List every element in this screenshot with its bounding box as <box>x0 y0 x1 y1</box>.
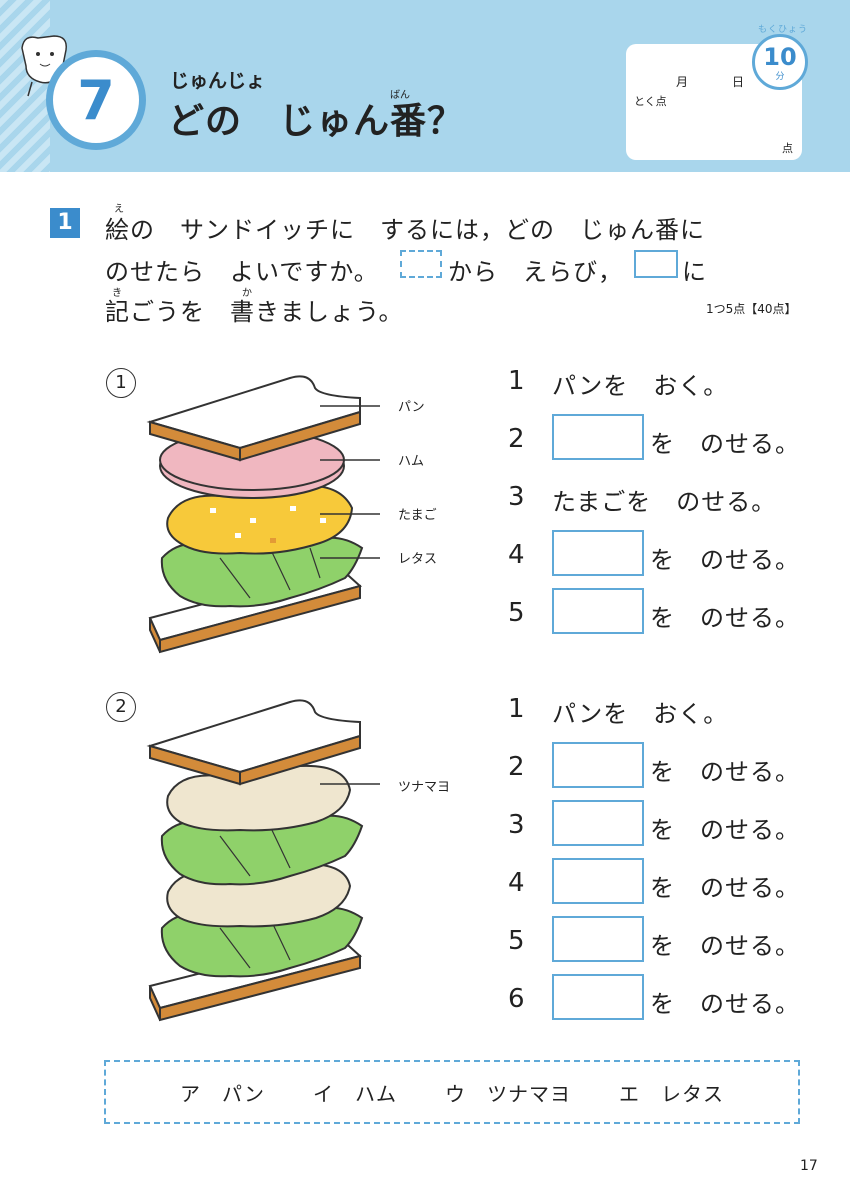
problem-1-marker: 1 <box>106 368 136 398</box>
sandwich-1-illustration <box>146 375 380 654</box>
step-number: 4 <box>508 868 525 898</box>
instruction-line-3: 記ごうを 書きましょう。 <box>105 298 404 326</box>
points-note: 1つ5点【40点】 <box>706 302 797 316</box>
step-number: 6 <box>508 984 525 1014</box>
ruby-ki: き <box>112 288 122 299</box>
label-tuna-mayo: ツナマヨ <box>398 780 451 795</box>
label-egg: たまご <box>398 508 437 523</box>
question-number: 1 <box>50 208 80 238</box>
step-number: 1 <box>508 366 525 396</box>
step-number: 3 <box>508 810 525 840</box>
day-label: 日 <box>732 75 745 89</box>
step-text: を のせる。 <box>650 932 800 960</box>
step-text: パンを おく。 <box>552 700 729 728</box>
step-number: 2 <box>508 752 525 782</box>
title-kanji-ruby: ばん <box>390 90 410 101</box>
step-number: 5 <box>508 926 525 956</box>
step-text: を のせる。 <box>650 546 800 574</box>
sandwich-2-illustration <box>146 699 380 1022</box>
header-decoration <box>0 0 50 172</box>
step-number: 4 <box>508 540 525 570</box>
answer-box[interactable] <box>552 414 644 460</box>
problem-2-marker: 2 <box>106 692 136 722</box>
step-number: 5 <box>508 598 525 628</box>
step-number: 3 <box>508 482 525 512</box>
answer-box[interactable] <box>552 916 644 962</box>
instruction-line-2b: から えらび， <box>448 258 623 286</box>
label-ham: ハム <box>398 454 425 469</box>
instruction-line-2a: のせたら よいですか。 <box>105 258 379 286</box>
month-label: 月 <box>676 75 689 89</box>
step-text: を のせる。 <box>650 604 800 632</box>
step-text: を のせる。 <box>650 758 800 786</box>
answer-box[interactable] <box>552 530 644 576</box>
timer-badge: 10 分 <box>752 34 808 90</box>
timer-unit: 分 <box>775 72 785 82</box>
points-unit: 点 <box>782 142 793 155</box>
answer-box[interactable] <box>552 742 644 788</box>
answer-box-sample <box>634 250 678 278</box>
ruby-e: え <box>114 204 124 215</box>
step-text: を のせる。 <box>650 430 800 458</box>
timer-label: もくひょう <box>758 25 809 35</box>
choice-a: ア パン <box>180 1081 265 1106</box>
choice-e: エ レタス <box>619 1081 724 1106</box>
timer-minutes: 10 <box>763 43 797 71</box>
label-bread: パン <box>398 400 425 415</box>
choice-list: ア パン イ ハム ウ ツナマヨ エ レタス <box>104 1060 800 1124</box>
step-text: を のせる。 <box>650 990 800 1018</box>
step-text: パンを おく。 <box>552 372 729 400</box>
ruby-ka: か <box>242 288 252 299</box>
answer-box[interactable] <box>552 588 644 634</box>
choice-u: ウ ツナマヨ <box>445 1081 571 1106</box>
title-ruby: じゅんじょ <box>170 70 266 92</box>
step-number: 2 <box>508 424 525 454</box>
label-lettuce: レタス <box>398 552 438 567</box>
page-number: 17 <box>800 1158 818 1174</box>
step-text: を のせる。 <box>650 816 800 844</box>
instruction-line-1: 絵の サンドイッチに するには，どの じゅん番に <box>105 216 705 244</box>
score-label: とく点 <box>634 95 667 108</box>
page-title: どの じゅん番？ <box>168 101 465 142</box>
choice-i: イ ハム <box>313 1081 397 1106</box>
answer-box[interactable] <box>552 858 644 904</box>
step-text: を のせる。 <box>650 874 800 902</box>
instruction-line-2c: に <box>682 258 707 286</box>
lesson-number: 7 <box>46 50 146 150</box>
answer-box[interactable] <box>552 800 644 846</box>
step-text: たまごを のせる。 <box>552 488 777 516</box>
answer-box[interactable] <box>552 974 644 1020</box>
step-number: 1 <box>508 694 525 724</box>
choice-box-sample <box>400 250 442 278</box>
